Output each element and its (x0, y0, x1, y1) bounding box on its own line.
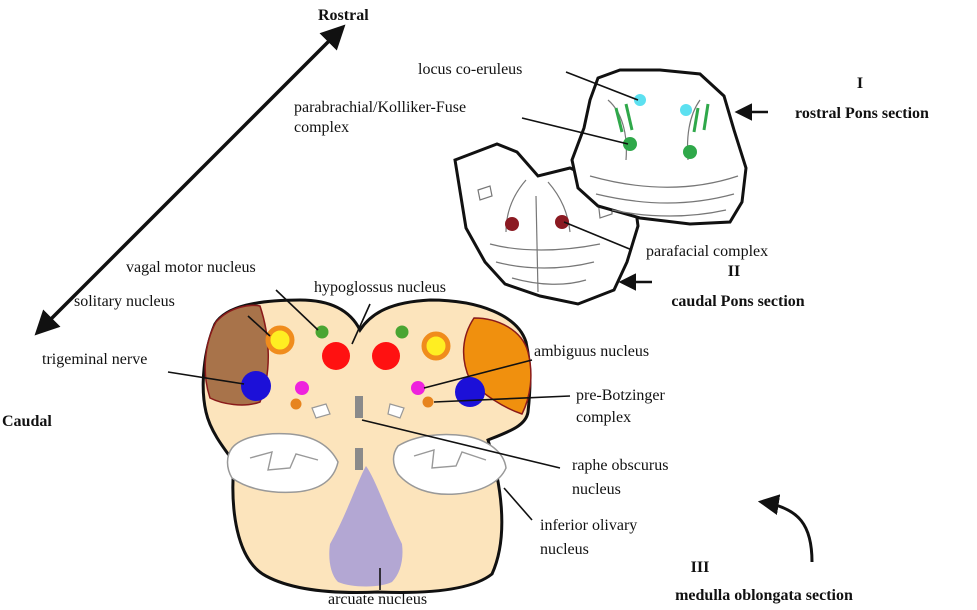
vagal-leader (275, 289, 319, 331)
parafacial-left (505, 217, 519, 231)
ambiguus-leader (423, 359, 533, 389)
section-iii-pointer-arrow (757, 494, 814, 563)
section-ii-name: caudal Pons section (671, 293, 804, 310)
parabrachial-right (683, 145, 697, 159)
trigeminal-nucleus-right (455, 377, 485, 407)
pre-botzinger-right (422, 396, 434, 408)
inferior-olivary-left (226, 432, 339, 494)
rostral-pons-section (570, 68, 748, 226)
section-iii-name: medulla oblongata section (675, 587, 853, 604)
caudal-label: Caudal (2, 413, 52, 430)
parafacial-leader (563, 221, 633, 251)
pre-botzinger-left (290, 398, 302, 410)
trigeminal-label: trigeminal nerve (42, 351, 147, 368)
trigeminal-leader (167, 371, 245, 385)
inferior-olivary-right (392, 433, 507, 496)
vagal-motor-nucleus-right (395, 325, 409, 339)
parabrachial-left (623, 137, 637, 151)
locus-leader (565, 71, 639, 101)
section-iii-number: III (691, 559, 710, 576)
solitary-leader (247, 315, 271, 337)
locus-coeruleus-left (634, 94, 646, 106)
parabrachial-label-line1: parabrachial/Kolliker-Fuse (294, 99, 466, 116)
raphe-label-line1: raphe obscurus (572, 457, 668, 474)
hypoglossus-leader (351, 303, 371, 345)
hypoglossus-nucleus-left (322, 342, 350, 370)
vagal-label: vagal motor nucleus (126, 259, 256, 276)
parabrachial-label-line2: complex (294, 119, 349, 136)
rostral-pons-outline (570, 68, 748, 226)
ambiguus-nucleus-right (411, 381, 425, 395)
pre-botzinger-leader (433, 395, 571, 403)
trigeminal-nucleus-left (241, 371, 271, 401)
section-i-number: I (857, 75, 863, 92)
arcuate-nucleus-region (329, 466, 403, 587)
raphe-obscurus-marker-upper (355, 396, 363, 418)
pre-botzinger-label-line2: complex (576, 409, 631, 426)
ambiguus-label: ambiguus nucleus (534, 343, 649, 360)
raphe-leader (361, 419, 561, 469)
parabrachial-leader (521, 117, 629, 145)
rostral-label: Rostral (318, 7, 369, 24)
parafacial-right (555, 215, 569, 229)
locus-coeruleus-right (680, 104, 692, 116)
locus-label: locus co-eruleus (418, 61, 522, 78)
olivary-label-line2: nucleus (540, 541, 589, 558)
solitary-nucleus-right (421, 331, 451, 361)
hypoglossus-nucleus-right (372, 342, 400, 370)
ambiguus-nucleus-left (295, 381, 309, 395)
raphe-label-line2: nucleus (572, 481, 621, 498)
section-i-name: rostral Pons section (795, 105, 929, 122)
parafacial-label: parafacial complex (646, 243, 768, 260)
hypoglossus-label: hypoglossus nucleus (314, 279, 446, 296)
section-ii-number: II (728, 263, 740, 280)
olivary-leader (503, 487, 533, 521)
rostral-caudal-axis-arrow (34, 24, 346, 336)
vagal-motor-nucleus-left (315, 325, 329, 339)
raphe-obscurus-marker-lower (355, 448, 363, 470)
pre-botzinger-label-line1: pre-Botzinger (576, 387, 666, 404)
medulla-oblongata-section (201, 298, 532, 594)
solitary-label: solitary nucleus (74, 293, 175, 310)
solitary-nucleus-left (265, 325, 295, 355)
olivary-label-line1: inferior olivary (540, 517, 637, 534)
arcuate-label: arcuate nucleus (328, 591, 427, 608)
